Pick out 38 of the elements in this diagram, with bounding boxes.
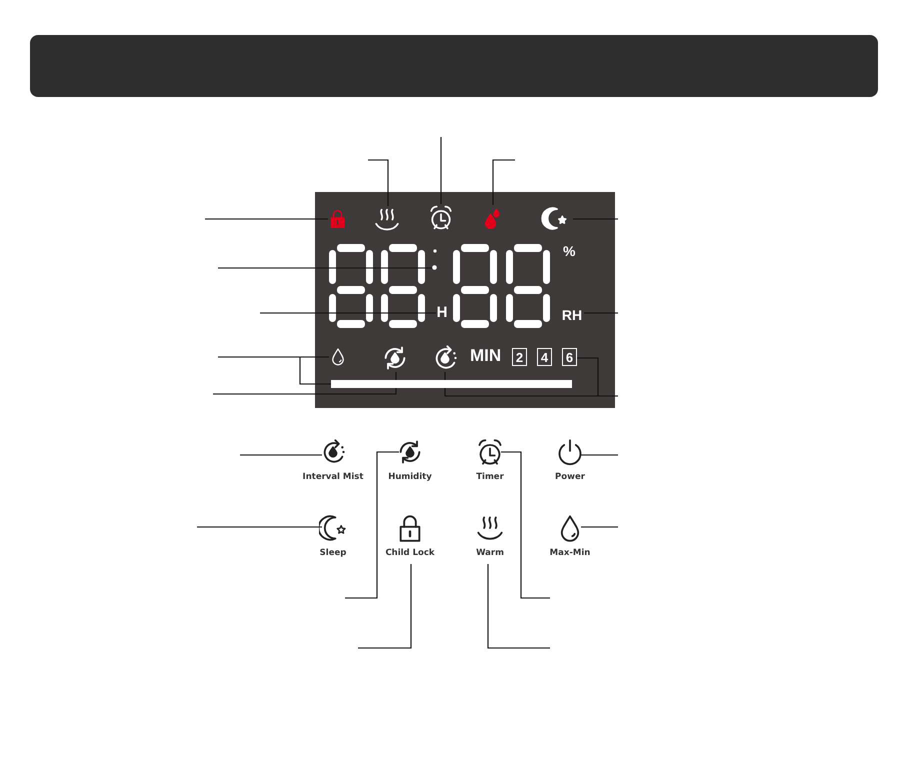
leader-line [205,218,328,220]
button-caption: Child Lock [385,548,435,558]
button-caption: Humidity [388,472,432,482]
leader-line [345,451,399,599]
leader-line [368,159,389,206]
minute-unit-label: MIN [470,347,502,364]
level-indicator: 6 [562,348,577,366]
leader-line [358,564,412,649]
leader-line [218,267,432,269]
leader-line [440,137,442,204]
leader-line [492,159,515,205]
leader-line [573,218,618,220]
leader-line [218,356,331,385]
button-caption: Power [555,472,585,482]
leader-line [487,564,550,649]
colon-dot [432,265,437,270]
humidity-unit-label: RH [560,305,584,325]
leader-line [260,312,436,314]
leader-line [501,451,550,599]
leader-line [581,526,618,528]
leader-line [581,454,618,456]
button-caption: Warm [476,548,504,558]
button-caption: Timer [476,472,504,482]
heat-waves-icon [374,206,400,233]
level-indicator: 2 [512,348,527,366]
button-caption: Sleep [320,548,346,558]
hour-unit-label: H [436,303,448,321]
padlock-icon [328,207,347,230]
level-bar [331,380,572,388]
button-caption: Max-Min [550,548,590,558]
percent-sign: % [563,244,576,258]
alarm-clock-icon [428,204,454,231]
leader-line [213,372,397,395]
button-caption: Interval Mist [302,472,364,482]
level-indicator: 4 [537,348,552,366]
lcd-display [315,192,615,408]
leader-line [240,454,322,456]
leader-line [584,312,618,314]
